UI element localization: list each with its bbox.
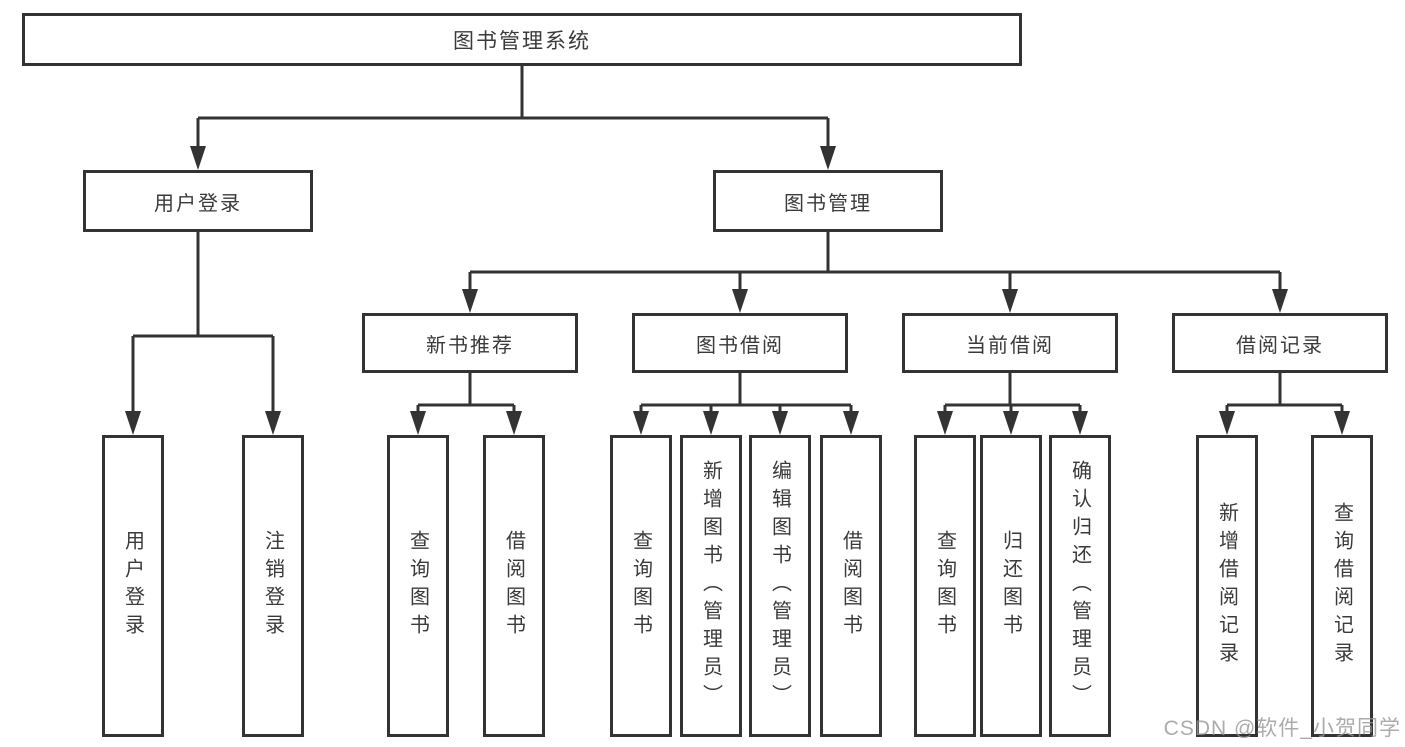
leaf-return-book: 归还图书 [980, 435, 1042, 737]
leaf-logout: 注销登录 [242, 435, 304, 737]
leaf-add-borrow-record: 新增借阅记录 [1196, 435, 1258, 737]
node-book-management: 图书管理 [713, 170, 943, 232]
node-user-login-branch: 用户登录 [83, 170, 313, 232]
arrowheads [125, 146, 1350, 435]
leaf-query-book-borrow: 查询图书 [610, 435, 672, 737]
node-book-borrow: 图书借阅 [632, 313, 848, 373]
node-new-book-recommend: 新书推荐 [362, 313, 578, 373]
leaf-confirm-return-admin: 确认归还（管理员） [1049, 435, 1111, 737]
node-borrow-records: 借阅记录 [1172, 313, 1388, 373]
leaf-query-book-current: 查询图书 [914, 435, 976, 737]
leaf-query-book-recommend: 查询图书 [387, 435, 449, 737]
leaf-user-login: 用户登录 [102, 435, 164, 737]
leaf-query-borrow-record: 查询借阅记录 [1311, 435, 1373, 737]
leaf-borrow-book-recommend: 借阅图书 [483, 435, 545, 737]
leaf-add-book-admin: 新增图书（管理员） [680, 435, 742, 737]
node-root: 图书管理系统 [22, 13, 1022, 66]
csdn-watermark: CSDN @软件_小贺同学 [1163, 717, 1401, 740]
leaf-borrow-book: 借阅图书 [820, 435, 882, 737]
leaf-edit-book-admin: 编辑图书（管理员） [749, 435, 811, 737]
node-current-borrow: 当前借阅 [902, 313, 1118, 373]
